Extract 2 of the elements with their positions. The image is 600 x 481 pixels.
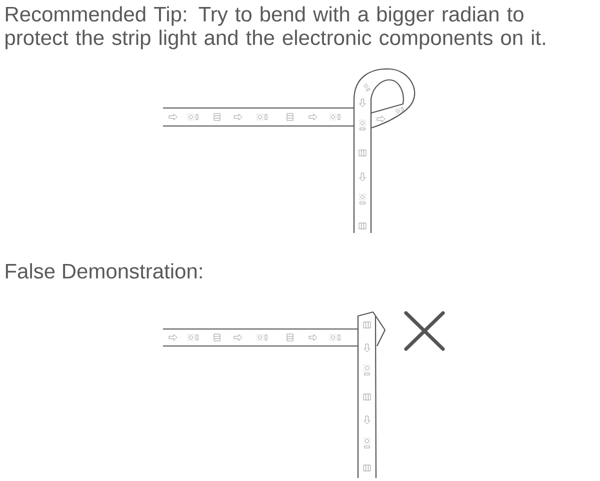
heading-text: False Demonstration: [6, 263, 202, 279]
tip-text: Recommended Tip: Try to bend with a bigger radian to protect the strip light and the electronic components on it. [6, 6, 545, 50]
